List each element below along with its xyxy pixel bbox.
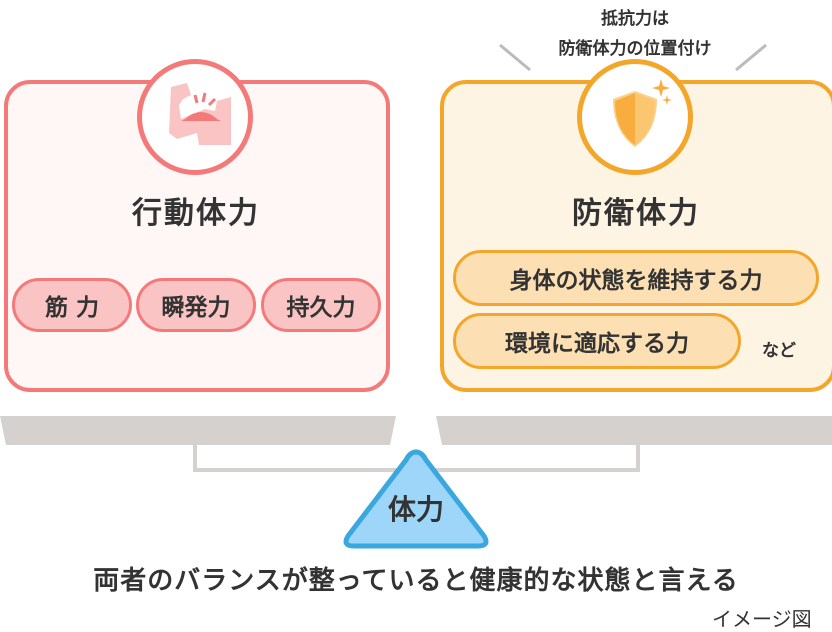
item-muscle-strength: 筋 力 <box>12 278 132 332</box>
footnote: イメージ図 <box>712 607 812 631</box>
defense-fitness-title: 防衛体力 <box>572 196 700 231</box>
shield-icon <box>577 59 693 175</box>
callout: 抵抗力は 防衛体力の位置付け <box>500 4 770 64</box>
action-fitness-title: 行動体力 <box>132 196 260 231</box>
fulcrum-triangle <box>343 449 489 549</box>
callout-line-1: 抵抗力は <box>601 9 669 29</box>
callout-line-2: 防衛体力の位置付け <box>558 39 712 59</box>
callout-lines <box>499 43 767 72</box>
item-power: 瞬発力 <box>136 278 256 332</box>
item-endurance: 持久力 <box>261 278 381 332</box>
right-beam <box>436 416 832 445</box>
balance-scale <box>0 416 832 549</box>
left-beam <box>0 416 396 445</box>
caption: 両者のバランスが整っていると健康的な状態と言える <box>93 566 739 596</box>
item-adapt-environment: 環境に適応する力 <box>453 313 741 369</box>
item-maintain-body: 身体の状態を維持する力 <box>453 250 819 306</box>
flexed-arm-icon <box>137 59 253 175</box>
etc-label: など <box>762 341 796 361</box>
fulcrum-label: 体力 <box>387 493 444 526</box>
